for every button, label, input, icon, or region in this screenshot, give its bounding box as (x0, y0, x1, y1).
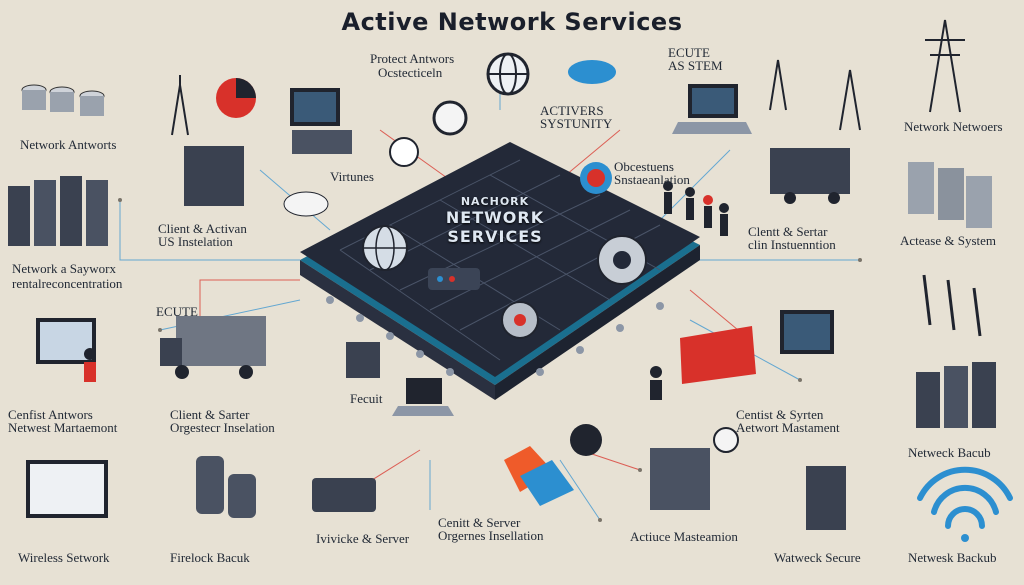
server-stack-icon (21, 84, 105, 116)
label-client-server-right: Clentt & Sertar clin Instuenntion (748, 224, 836, 252)
red-banner-icon (346, 326, 756, 506)
gear-icon (597, 235, 647, 285)
router-icon (196, 456, 376, 518)
server-stack-icon (908, 162, 992, 228)
label-watwek-secure: Watweck Secure (774, 550, 861, 565)
hub-line1: NACHORK (460, 195, 530, 208)
label-actuce-masteamion: Actiuce Masteamion (630, 529, 738, 544)
label-activese-system: Actease & System (900, 233, 997, 248)
page-title: Active Network Services (341, 8, 683, 36)
label-client-activan: Client & Activan US Instelation (158, 221, 247, 249)
hub-line2: NETWORK (445, 208, 545, 227)
label-network-antworts: Network Antworts (20, 137, 117, 152)
label-protect-antwors: Protect Antwors (370, 51, 455, 66)
label-ecute-left: ECUTE (156, 304, 198, 319)
router-icon (428, 268, 480, 290)
padlock-icon (389, 100, 739, 456)
label-observations-installation: Obcestuens Snstaeanlation (614, 159, 690, 187)
label-netweck-bacub: Netweck Bacub (908, 445, 991, 460)
label-network-sayworx-sub: rentalreconcentration (12, 276, 123, 291)
pylon-icon (922, 274, 982, 337)
label-network-sayworx: Network a Sayworx (12, 261, 116, 276)
label-firelock-bacuk: Firelock Bacuk (170, 550, 250, 565)
label-protect-sub: Ocstecticeln (378, 65, 443, 80)
label-wireless-network: Wireless Setwork (18, 550, 110, 565)
antenna-tower-icon (171, 59, 861, 136)
power-pylon-icon (925, 19, 965, 113)
hub-label: NACHORK NETWORK SERVICES (410, 195, 580, 246)
label-client-sarter-mid: Client & Sarter Orgestecr Inselation (170, 407, 275, 435)
label-cenitt-server: Cenitt & Server Orgernes Insellation (438, 515, 544, 543)
truck-icon (160, 148, 850, 379)
server-rack-icon (8, 146, 996, 530)
wifi-icon (917, 466, 1013, 529)
cloud-icon (283, 60, 616, 217)
globe-icon (362, 225, 408, 271)
label-ivivicke-server: Ivivicke & Server (316, 531, 410, 546)
label-fecuit: Fecuit (350, 391, 383, 406)
label-cenfist-antwors: Cenfist Antwors Netwest Martaemont (8, 407, 118, 435)
laptop-icon (392, 84, 752, 416)
gear-icon (501, 301, 539, 339)
label-netwesk-backub-bottom: Netwesk Backub (908, 550, 997, 565)
label-activers-systemity: ACTIVERS SYSTUNITY (540, 103, 613, 131)
monitor-icon (290, 88, 352, 154)
globe-icon (486, 52, 530, 96)
label-ecute-asstem: ECUTE AS STEM (668, 45, 723, 73)
pie-chart-icon (216, 78, 256, 118)
hub-line3: SERVICES (447, 227, 543, 246)
label-virtunes: Virtunes (330, 169, 374, 184)
label-network-netwoers: Network Netwoers (904, 119, 1003, 134)
label-centist-syrten: Centist & Syrten Aetwort Mastament (736, 407, 840, 435)
monitor-icon (26, 310, 834, 518)
person-icon (84, 181, 729, 400)
